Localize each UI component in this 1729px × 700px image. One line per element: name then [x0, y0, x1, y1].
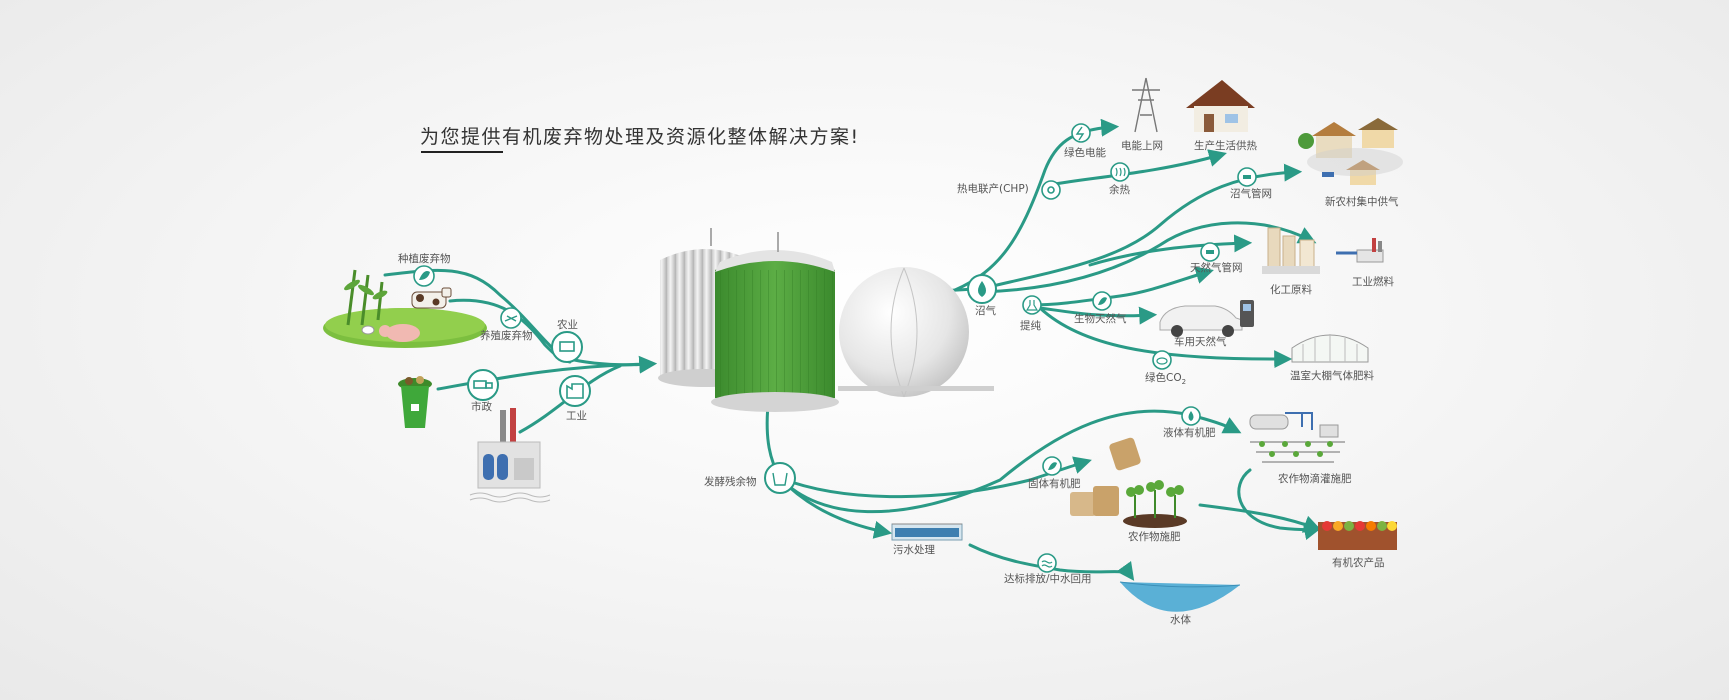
label-waste-heat: 余热 — [1109, 184, 1130, 196]
label-heating: 生产生活供热 — [1194, 140, 1257, 152]
label-chp: 热电联产(CHP) — [957, 183, 1029, 195]
label-discharge-reuse: 达标排放/中水回用 — [1004, 573, 1092, 585]
livestock-icon — [500, 307, 522, 329]
label-solid-fertilizer: 固体有机肥 — [1028, 478, 1081, 490]
factory-illustration — [469, 408, 551, 503]
heat-waves-icon — [1110, 162, 1130, 182]
label-crop-fertilizing: 农作物施肥 — [1128, 531, 1181, 543]
droplet-icon — [1181, 406, 1201, 426]
label-grid-power: 电能上网 — [1121, 140, 1163, 152]
label-municipal: 市政 — [471, 401, 492, 413]
label-organic-produce: 有机农产品 — [1332, 557, 1385, 569]
label-green-co2-text: 绿色CO — [1145, 372, 1182, 384]
label-industrial-fuel: 工业燃料 — [1352, 276, 1394, 288]
label-wastewater: 污水处理 — [893, 544, 935, 556]
flame-icon — [967, 274, 997, 304]
label-gas-network: 沼气管网 — [1230, 188, 1272, 200]
lightning-icon — [1071, 123, 1091, 143]
icon-nodes — [413, 123, 1257, 573]
label-village-gas: 新农村集中供气 — [1325, 196, 1399, 208]
label-water-body: 水体 — [1170, 614, 1191, 626]
gear-icon — [1041, 180, 1061, 200]
pipe-valve-icon — [1200, 242, 1220, 262]
water-body-illustration — [1119, 581, 1241, 612]
wastewater-plant-illustration — [891, 523, 963, 541]
label-bio-natural-gas: 生物天然气 — [1074, 313, 1127, 325]
beaker-icon — [1022, 295, 1042, 315]
drip-irrigation-illustration — [1249, 412, 1345, 463]
leaf-icon — [1092, 291, 1112, 311]
label-green-co2: 绿色CO2 — [1145, 373, 1186, 386]
factory-icon — [559, 375, 591, 407]
co2-icon — [1152, 350, 1172, 370]
farm-illustration — [323, 269, 487, 348]
headline-underline — [421, 151, 503, 153]
label-chemical-feedstock: 化工原料 — [1270, 284, 1312, 296]
wave-icon — [1037, 553, 1057, 573]
label-upgrade: 提纯 — [1020, 320, 1041, 332]
produce-crate-illustration — [1318, 521, 1397, 550]
label-green-power: 绿色电能 — [1064, 147, 1106, 159]
truck-icon — [467, 369, 499, 401]
power-tower-illustration — [1132, 77, 1160, 133]
leaf-icon — [1042, 456, 1062, 476]
label-drip-fertigation: 农作物滴灌施肥 — [1278, 473, 1352, 485]
label-green-co2-subscript: 2 — [1181, 378, 1187, 387]
greenhouse-illustration — [1291, 334, 1369, 363]
label-industry: 工业 — [566, 410, 587, 422]
label-biogas: 沼气 — [975, 305, 996, 317]
label-greenhouse-fertilizer: 温室大棚气体肥料 — [1290, 370, 1374, 382]
fertilizer-bags-illustration — [1070, 437, 1187, 528]
agriculture-icon — [551, 331, 583, 363]
chemical-plant-illustration — [1262, 227, 1320, 274]
label-livestock-waste: 养殖废弃物 — [480, 330, 533, 342]
pipe-valve-icon — [1237, 167, 1257, 187]
headline: 为您提供有机废弃物处理及资源化整体解决方案! — [420, 126, 860, 148]
label-liquid-fertilizer: 液体有机肥 — [1163, 427, 1216, 439]
label-natural-gas-network: 天然气管网 — [1190, 262, 1243, 274]
leaf-icon — [413, 265, 435, 287]
label-planting-waste: 种植废弃物 — [398, 253, 451, 265]
label-agriculture: 农业 — [557, 319, 578, 331]
village-illustration — [1298, 118, 1403, 185]
car-illustration — [1159, 300, 1254, 337]
label-vehicle-gas: 车用天然气 — [1174, 336, 1227, 348]
label-digestate: 发酵残余物 — [704, 476, 757, 488]
industrial-fuel-illustration — [1336, 238, 1384, 263]
house-illustration — [1186, 80, 1255, 132]
waste-bin-illustration — [398, 376, 432, 428]
fermentation-icon — [764, 462, 796, 494]
digester-tanks — [658, 228, 994, 412]
